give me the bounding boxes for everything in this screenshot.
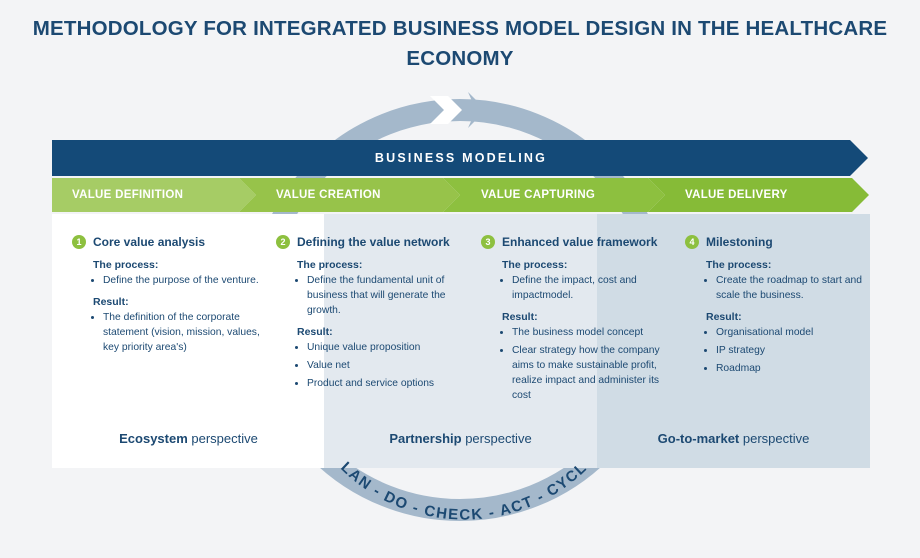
- title-line-1: METHODOLOGY FOR INTEGRATED BUSINESS MODE…: [32, 17, 888, 40]
- step-column-3: 3 Enhanced value framework The process: …: [481, 233, 671, 406]
- phase-label-value-delivery: VALUE DELIVERY: [685, 189, 788, 201]
- step-heading: 1 Core value analysis: [72, 233, 262, 251]
- step-heading: 3 Enhanced value framework: [481, 233, 671, 251]
- process-item: Define the purpose of the venture.: [103, 273, 262, 288]
- process-list: Define the impact, cost and impactmodel.: [481, 273, 671, 303]
- phase-label-value-creation: VALUE CREATION: [276, 189, 381, 201]
- process-label: The process:: [93, 259, 159, 271]
- business-modeling-banner: [52, 140, 868, 176]
- perspective-ecosystem: Ecosystem perspective: [52, 431, 325, 446]
- step-title: Enhanced value framework: [502, 235, 658, 249]
- phase-chevron-4: [648, 178, 869, 212]
- result-label: Result:: [502, 311, 538, 323]
- result-label: Result:: [93, 296, 129, 308]
- phase-label-value-capturing: VALUE CAPTURING: [481, 189, 596, 201]
- page-title: METHODOLOGY FOR INTEGRATED BUSINESS MODE…: [0, 14, 920, 74]
- process-list: Define the fundamental unit of business …: [276, 273, 466, 318]
- perspective-name: Partnership: [389, 431, 462, 446]
- column-bg-1: [52, 214, 324, 468]
- perspective-name: Go-to-market: [657, 431, 740, 446]
- result-item: Roadmap: [716, 361, 875, 376]
- perspective-go-to-market: Go-to-market perspective: [597, 431, 870, 446]
- phase-label-value-definition: VALUE DEFINITION: [72, 189, 184, 201]
- process-item: Define the fundamental unit of business …: [307, 273, 466, 318]
- result-list: Unique value proposition Value net Produ…: [276, 340, 466, 391]
- perspective-name: Ecosystem: [119, 431, 188, 446]
- process-item: Create the roadmap to start and scale th…: [716, 273, 875, 303]
- step-number-badge: 4: [685, 235, 699, 249]
- process-list: Create the roadmap to start and scale th…: [685, 273, 875, 303]
- step-column-4: 4 Milestoning The process: Create the ro…: [685, 233, 875, 379]
- step-title: Defining the value network: [297, 235, 450, 249]
- process-label: The process:: [706, 259, 772, 271]
- perspective-suffix: perspective: [461, 431, 532, 446]
- result-item: The definition of the corporate statemen…: [103, 310, 262, 355]
- process-item: Define the impact, cost and impactmodel.: [512, 273, 671, 303]
- perspective-partnership: Partnership perspective: [324, 431, 597, 446]
- step-column-1: 1 Core value analysis The process: Defin…: [72, 233, 262, 358]
- result-item: IP strategy: [716, 343, 875, 358]
- perspective-suffix: perspective: [739, 431, 810, 446]
- step-number-badge: 1: [72, 235, 86, 249]
- step-heading: 4 Milestoning: [685, 233, 875, 251]
- step-number-badge: 3: [481, 235, 495, 249]
- title-line-2: ECONOMY: [406, 47, 514, 70]
- phase-chevron-3: [443, 178, 665, 212]
- step-column-2: 2 Defining the value network The process…: [276, 233, 466, 394]
- result-label: Result:: [297, 326, 333, 338]
- result-item: Organisational model: [716, 325, 875, 340]
- step-heading: 2 Defining the value network: [276, 233, 466, 251]
- result-list: The definition of the corporate statemen…: [72, 310, 262, 355]
- business-modeling-label: BUSINESS MODELING: [374, 151, 548, 165]
- result-list: Organisational model IP strategy Roadmap: [685, 325, 875, 376]
- process-label: The process:: [297, 259, 363, 271]
- result-item: The business model concept: [512, 325, 671, 340]
- step-title: Milestoning: [706, 235, 773, 249]
- column-bg-2: [324, 214, 597, 468]
- phase-chevron-1: [52, 178, 256, 212]
- process-label: The process:: [502, 259, 568, 271]
- result-item: Unique value proposition: [307, 340, 466, 355]
- cycle-arrow-right: [468, 92, 486, 128]
- cycle-arrow-left: [430, 96, 462, 124]
- result-item: Clear strategy how the company aims to m…: [512, 343, 671, 403]
- step-number-badge: 2: [276, 235, 290, 249]
- process-list: Define the purpose of the venture.: [72, 273, 262, 288]
- perspective-suffix: perspective: [187, 431, 258, 446]
- result-list: The business model concept Clear strateg…: [481, 325, 671, 403]
- result-label: Result:: [706, 311, 742, 323]
- result-item: Value net: [307, 358, 466, 373]
- column-bg-3: [597, 214, 870, 468]
- result-item: Product and service options: [307, 376, 466, 391]
- phase-chevron-2: [239, 178, 460, 212]
- step-title: Core value analysis: [93, 235, 206, 249]
